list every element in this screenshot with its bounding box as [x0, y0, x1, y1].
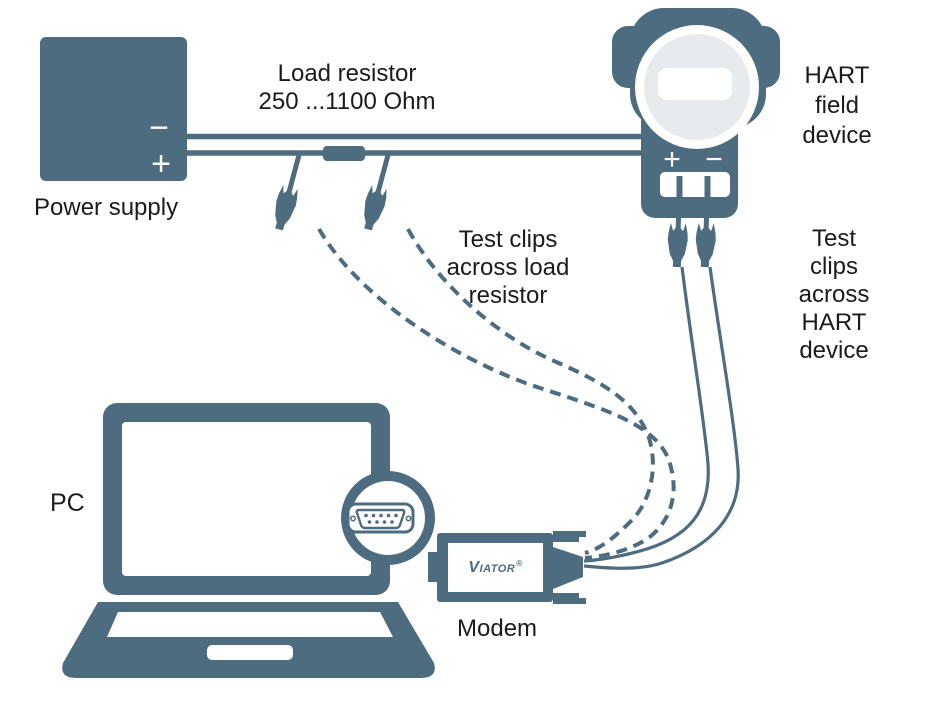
db9-pin — [375, 520, 379, 524]
db9-pin — [386, 513, 391, 518]
modem-notch-bottom — [553, 593, 586, 604]
hart-plus-terminal: + — [663, 143, 681, 176]
modem-label: Modem — [457, 615, 538, 642]
cable-solid-plus — [583, 266, 710, 563]
test-clip-hart-minus — [695, 189, 716, 268]
modem-brand: Viator® — [448, 543, 543, 592]
modem-brand-name: Viator — [468, 558, 516, 576]
cable-solid-minus — [583, 266, 740, 570]
load-resistor — [323, 146, 365, 161]
load-resistor-label: Load resistor 250 ...1100 Ohm — [258, 60, 436, 115]
db9-pin — [367, 520, 372, 524]
laptop-screen — [122, 422, 371, 576]
cable-dashed-right — [406, 228, 655, 555]
test-clip-load-left — [275, 154, 302, 231]
modem-brand-mark: ® — [516, 559, 523, 568]
hart-display — [658, 68, 732, 100]
laptop-touchpad — [207, 645, 293, 660]
hart-minus-terminal: − — [705, 143, 723, 176]
hart-prong-plus — [676, 176, 683, 198]
test-clips-load-label: Test clips across load resistor — [446, 226, 570, 309]
db9-pin — [364, 513, 368, 518]
power-supply-label: Power supply — [34, 194, 179, 221]
db9-pin — [371, 513, 376, 518]
modem-notch-top — [553, 531, 586, 542]
modem-label-area — [448, 543, 543, 592]
hart-prong-minus — [704, 176, 711, 198]
test-clip-hart-plus — [667, 189, 688, 268]
test-clip-load-right — [364, 154, 391, 231]
db9-pin — [390, 520, 394, 524]
db9-pin — [382, 520, 387, 524]
power-supply-minus-terminal: − — [149, 109, 169, 147]
db9-screw-right — [405, 515, 412, 522]
hart-field-device-label: HART field device — [802, 62, 872, 149]
power-supply-box — [40, 37, 187, 181]
test-clips-hart-label: Test clips across HART device — [798, 225, 870, 364]
db9-pin — [379, 513, 383, 518]
db9-pin — [394, 513, 398, 518]
power-supply-plus-terminal: + — [151, 145, 171, 183]
cable-dashed-left — [317, 227, 676, 560]
laptop-keyboard — [107, 612, 393, 637]
modem-nozzle — [553, 547, 583, 589]
db9-pins — [364, 513, 398, 524]
db9-trapezoid — [355, 508, 406, 530]
pc-label: PC — [50, 489, 85, 517]
modem-tab — [428, 552, 438, 582]
db9-screw-left — [350, 515, 356, 522]
